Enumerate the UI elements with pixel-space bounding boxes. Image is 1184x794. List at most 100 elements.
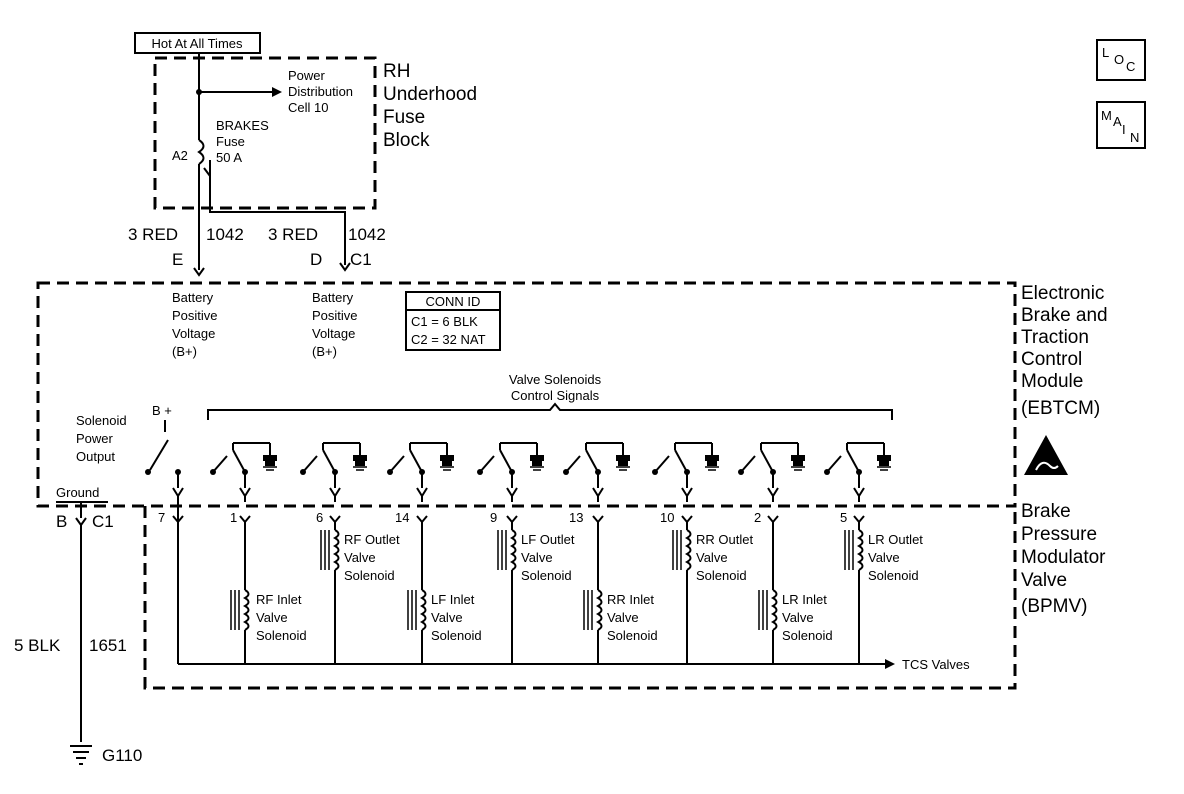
svg-text:Distribution: Distribution [288, 84, 353, 99]
svg-text:LF Outlet: LF Outlet [521, 532, 575, 547]
svg-text:Solenoid: Solenoid [521, 568, 572, 583]
tcs-valves-label: TCS Valves [902, 657, 970, 672]
fuse-label: BRAKES Fuse 50 A [216, 118, 269, 165]
svg-text:B: B [56, 512, 67, 531]
svg-text:Control: Control [1021, 349, 1082, 370]
ebtcm-outline [36, 281, 1017, 508]
svg-text:Fuse: Fuse [216, 134, 245, 149]
svg-text:3 RED: 3 RED [268, 225, 318, 244]
svg-text:Brake and: Brake and [1021, 305, 1108, 326]
valve-switches [209, 442, 892, 503]
svg-text:Output: Output [76, 449, 115, 464]
svg-text:Solenoid: Solenoid [607, 628, 658, 643]
svg-text:LF Inlet: LF Inlet [431, 592, 475, 607]
svg-text:Solenoid: Solenoid [696, 568, 747, 583]
svg-text:10: 10 [660, 510, 674, 525]
svg-text:Modulator: Modulator [1021, 547, 1106, 568]
main-icon[interactable]: M A I N [1096, 101, 1146, 149]
fuse-pin-label: A2 [172, 148, 188, 163]
svg-text:RF Inlet: RF Inlet [256, 592, 302, 607]
svg-text:LR Inlet: LR Inlet [782, 592, 827, 607]
svg-text:(B+): (B+) [172, 344, 197, 359]
svg-text:14: 14 [395, 510, 409, 525]
svg-text:BRAKES: BRAKES [216, 118, 269, 133]
svg-text:1: 1 [230, 510, 237, 525]
wire-d [209, 160, 346, 265]
svg-text:Fuse: Fuse [383, 107, 425, 128]
valve-solenoids-label: Valve Solenoids Control Signals [509, 372, 602, 403]
svg-text:RR Inlet: RR Inlet [607, 592, 654, 607]
svg-text:Solenoid: Solenoid [76, 413, 127, 428]
svg-text:Valve: Valve [521, 550, 553, 565]
svg-text:13: 13 [569, 510, 583, 525]
svg-text:Solenoid: Solenoid [256, 628, 307, 643]
svg-text:Pressure: Pressure [1021, 524, 1097, 545]
svg-text:D: D [310, 250, 322, 269]
lr-inlet-label: LR Inlet Valve Solenoid [782, 592, 833, 643]
svg-text:RF Outlet: RF Outlet [344, 532, 400, 547]
lf-outlet-label: LF Outlet Valve Solenoid [521, 532, 575, 583]
svg-text:2: 2 [754, 510, 761, 525]
top-wire-labels: 3 RED 1042 3 RED 1042 E D C1 [128, 225, 386, 269]
svg-text:C1: C1 [350, 250, 372, 269]
b-plus-label: B + [152, 403, 172, 418]
svg-text:E: E [172, 250, 183, 269]
splice-dot [196, 89, 202, 95]
fuse-block-outline [153, 56, 377, 210]
fuse-symbol [197, 139, 205, 165]
svg-text:3 RED: 3 RED [128, 225, 178, 244]
battery-positive-voltage-label-1: Battery Positive Voltage (B+) [172, 290, 218, 359]
svg-text:Cell 10: Cell 10 [288, 100, 328, 115]
location-icon[interactable]: L O C [1096, 39, 1146, 81]
ground-symbol-icon [70, 745, 92, 765]
svg-text:7: 7 [158, 510, 165, 525]
svg-text:Hot At All Times: Hot At All Times [151, 36, 243, 51]
lf-inlet-label: LF Inlet Valve Solenoid [431, 592, 482, 643]
svg-text:O: O [1114, 52, 1124, 67]
svg-text:RH: RH [383, 61, 410, 82]
svg-text:Module: Module [1021, 371, 1083, 392]
bpmv-outline [143, 506, 1017, 690]
svg-text:Solenoid: Solenoid [868, 568, 919, 583]
svg-text:Voltage: Voltage [312, 326, 355, 341]
svg-text:C1 = 6 BLK: C1 = 6 BLK [411, 314, 478, 329]
ground-point-label: G110 [102, 746, 142, 765]
battery-positive-voltage-label-2: Battery Positive Voltage (B+) [312, 290, 358, 359]
svg-text:Valve: Valve [607, 610, 639, 625]
svg-text:LR Outlet: LR Outlet [868, 532, 923, 547]
fuse-block-title: RH Underhood Fuse Block [383, 61, 477, 151]
svg-text:C1: C1 [92, 512, 114, 531]
svg-text:RR Outlet: RR Outlet [696, 532, 753, 547]
svg-text:Power: Power [288, 68, 326, 83]
svg-text:C2 = 32 NAT: C2 = 32 NAT [411, 332, 486, 347]
tcs-arrow [885, 659, 895, 669]
svg-text:6: 6 [316, 510, 323, 525]
svg-text:Brake: Brake [1021, 501, 1071, 522]
pin-e-symbol [193, 267, 205, 277]
power-distribution-label: Power Distribution Cell 10 [288, 68, 353, 115]
svg-text:Valve Solenoids: Valve Solenoids [509, 372, 602, 387]
svg-text:5 BLK: 5 BLK [14, 636, 61, 655]
svg-text:Solenoid: Solenoid [431, 628, 482, 643]
svg-text:Power: Power [76, 431, 114, 446]
fuse-tap [203, 167, 211, 177]
svg-text:Positive: Positive [312, 308, 358, 323]
svg-text:(B+): (B+) [312, 344, 337, 359]
svg-text:Block: Block [383, 130, 430, 151]
ebtcm-title: Electronic Brake and Traction Control Mo… [1021, 283, 1108, 419]
svg-text:Valve: Valve [696, 550, 728, 565]
svg-text:Solenoid: Solenoid [344, 568, 395, 583]
svg-text:Valve: Valve [256, 610, 288, 625]
rr-inlet-label: RR Inlet Valve Solenoid [607, 592, 658, 643]
svg-text:N: N [1130, 130, 1139, 145]
svg-text:Positive: Positive [172, 308, 218, 323]
svg-text:1651: 1651 [89, 636, 127, 655]
svg-text:Electronic: Electronic [1021, 283, 1104, 304]
svg-text:Control Signals: Control Signals [511, 388, 600, 403]
svg-text:Valve: Valve [431, 610, 463, 625]
svg-text:Voltage: Voltage [172, 326, 215, 341]
svg-text:L: L [1102, 45, 1109, 60]
control-signals-bracket [207, 402, 893, 420]
hot-at-all-times-label: Hot At All Times [134, 32, 261, 54]
